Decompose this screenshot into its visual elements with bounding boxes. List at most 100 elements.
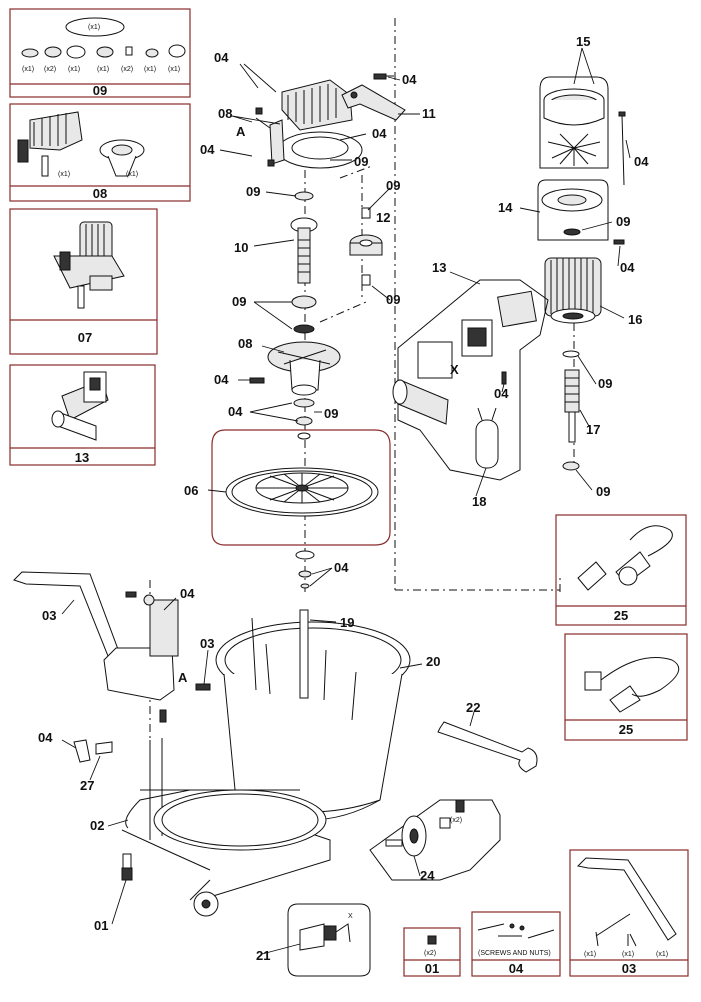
motor-bracket-icon: [17, 111, 83, 177]
seal-icons: [21, 44, 186, 59]
wheel-panel: (x2): [369, 799, 501, 881]
rotor: [562, 350, 580, 471]
callout-11: 11: [422, 106, 436, 121]
kit-03-title: 03: [622, 961, 636, 976]
switch-panel: X: [287, 903, 371, 977]
kit-08-qty-2: (x1): [126, 171, 138, 178]
callout-09: 09: [354, 154, 368, 169]
kit-09-qty-2: (x2): [44, 66, 56, 73]
callout-15: 15: [576, 34, 590, 49]
callout-24: 24: [420, 868, 435, 883]
handle-bracket: [341, 84, 406, 121]
uk-plug-icon: [584, 657, 680, 713]
callout-14: 14: [498, 200, 513, 215]
callout-21: 21: [256, 948, 270, 963]
kit-04-title: 04: [509, 961, 524, 976]
kit-panel-01: 01 (x2): [403, 927, 461, 977]
kit-03-qty-2: (x1): [622, 951, 634, 958]
kit-01-title: 01: [425, 961, 439, 976]
callout-13: 13: [432, 260, 446, 275]
gear-icon: [349, 207, 383, 286]
kit-panel-09: 09 (x1) (x1) (x2) (x1) (x1) (x2) (x1) (x…: [9, 8, 191, 98]
callout-04: 04: [334, 560, 349, 575]
kit-panel-08: 08 (x1) (x1): [9, 103, 191, 202]
callout-27: 27: [80, 778, 94, 793]
callout-A: A: [236, 124, 246, 139]
x2-label: (x2): [450, 817, 462, 824]
kit-03-qty-1: (x1): [584, 951, 596, 958]
callout-01: 01: [94, 918, 108, 933]
nut-icon: [427, 935, 437, 945]
callout-09: 09: [324, 406, 338, 421]
motor-assembly-icon: [53, 221, 125, 309]
callout-X: X: [450, 362, 459, 377]
callout-04: 04: [494, 386, 509, 401]
callout-09: 09: [598, 376, 612, 391]
callout-04: 04: [200, 142, 215, 157]
callout-16: 16: [628, 312, 642, 327]
kit-panel-13: 13: [9, 364, 156, 466]
callout-09: 09: [246, 184, 260, 199]
electrical-panel: [392, 279, 549, 481]
kit-25a-title: 25: [614, 608, 628, 623]
callout-09: 09: [616, 214, 630, 229]
plug-icon: [577, 525, 673, 591]
callout-17: 17: [586, 422, 600, 437]
trolley-frame: [13, 571, 331, 917]
lid-panel: [211, 429, 391, 546]
kit-09-qty-7: (x1): [168, 66, 180, 73]
callout-09: 09: [386, 292, 400, 307]
kit-04-caption: (SCREWS AND NUTS): [478, 950, 551, 957]
callout-09: 09: [596, 484, 610, 499]
lower-gearbox: [249, 341, 341, 440]
handle-icon: [576, 857, 677, 947]
spanner-icon: [437, 721, 538, 773]
callout-labels: 04 08 A 04 04 09 11 04 09 09 10 12 09 09…: [38, 34, 649, 963]
long-bolt: [618, 111, 626, 186]
callout-04: 04: [372, 126, 387, 141]
callout-18: 18: [472, 494, 486, 509]
leader-lines: [61, 47, 631, 955]
fan-cover-panel: [539, 76, 609, 169]
kit-13-title: 13: [75, 450, 89, 465]
screw-icon: [373, 73, 394, 80]
kit-09-qty-3: (x1): [68, 66, 80, 73]
kit-09-title: 09: [93, 83, 107, 98]
kit-panel-04: 04 (SCREWS AND NUTS): [471, 911, 561, 977]
callout-04: 04: [214, 372, 229, 387]
callout-08: 08: [238, 336, 252, 351]
oring-icon: [65, 17, 125, 37]
kit-09-qty-1: (x1): [22, 66, 34, 73]
kit-panel-03: 03 (x1) (x1) (x1): [569, 849, 689, 977]
upper-housing: [255, 79, 363, 169]
callout-03: 03: [200, 636, 214, 651]
kit-25b-title: 25: [619, 722, 633, 737]
stator: [544, 239, 625, 324]
cord-panel-25a: 25: [555, 514, 687, 626]
callout-03: 03: [42, 608, 56, 623]
callout-22: 22: [466, 700, 480, 715]
kit-07-title: 07: [78, 330, 92, 345]
kit-03-qty-3: (x1): [656, 951, 668, 958]
callout-09: 09: [232, 294, 246, 309]
callout-A: A: [178, 670, 188, 685]
kit-09-qty-4: (x1): [97, 66, 109, 73]
switch-capacitor-icon: [51, 371, 109, 441]
cord-panel-25b: 25: [564, 633, 688, 741]
kit-09-top-qty: (x1): [88, 24, 100, 31]
housing-icon: [99, 139, 145, 177]
callout-04: 04: [402, 72, 417, 87]
kit-09-qty-5: (x2): [121, 66, 133, 73]
kit-panel-07: 07: [9, 208, 158, 355]
callout-19: 19: [340, 615, 354, 630]
callout-02: 02: [90, 818, 104, 833]
callout-20: 20: [426, 654, 440, 669]
callout-04: 04: [38, 730, 53, 745]
callout-04: 04: [634, 154, 649, 169]
callout-10: 10: [234, 240, 248, 255]
callout-04: 04: [180, 586, 195, 601]
callout-04: 04: [214, 50, 229, 65]
kit-08-title: 08: [93, 186, 107, 201]
x-label-switch: X: [348, 913, 353, 920]
